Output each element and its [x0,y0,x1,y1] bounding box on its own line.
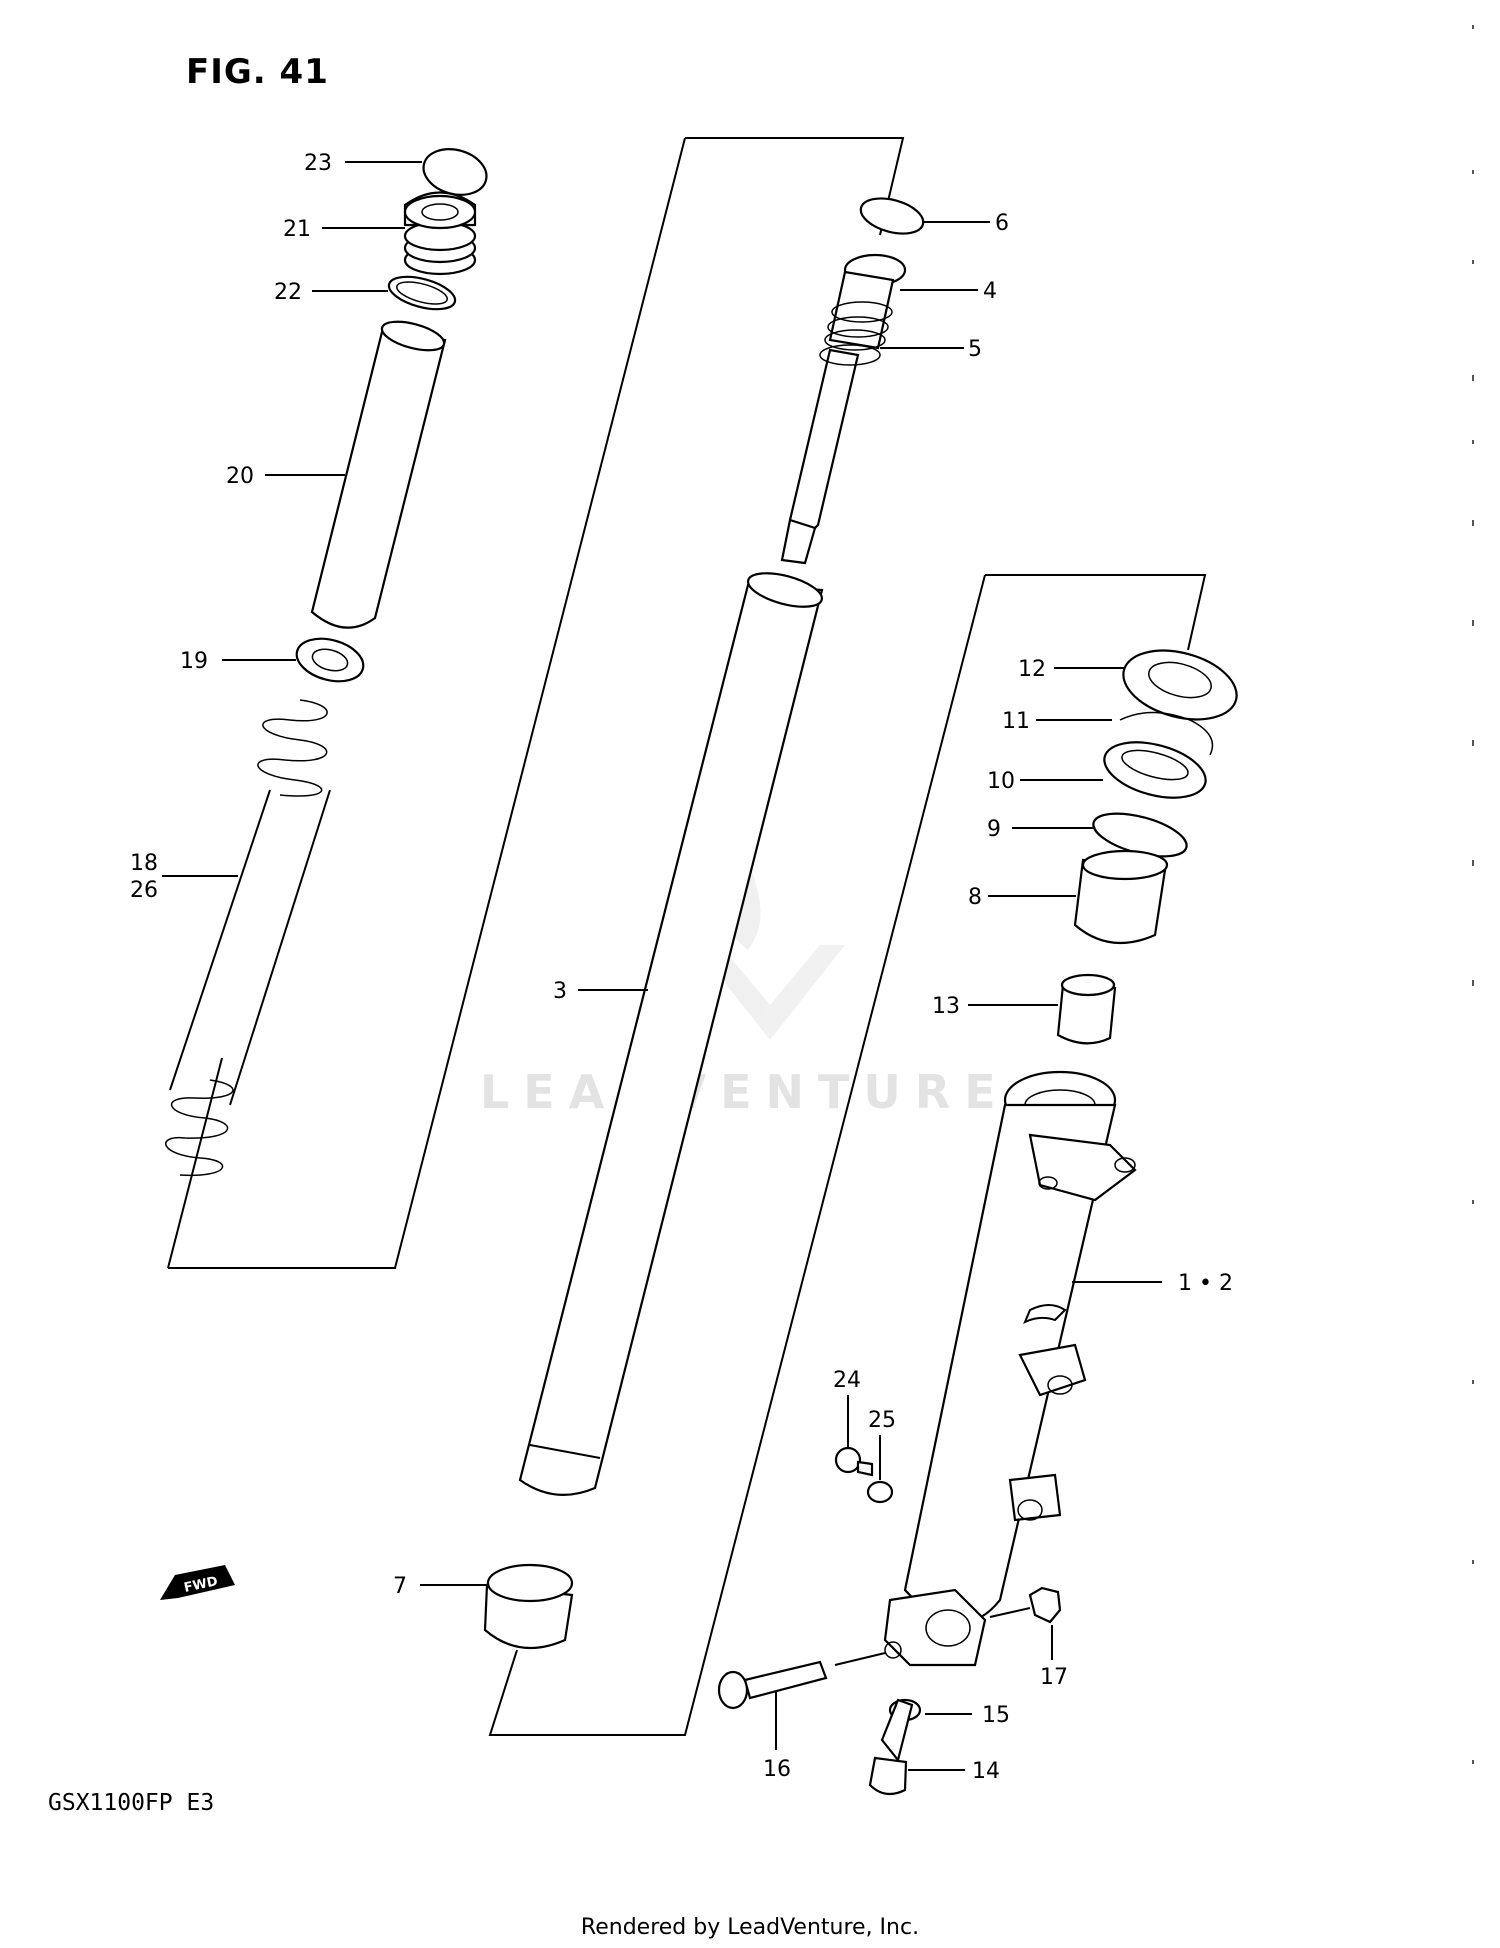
callout-16: 16 [763,1757,791,1782]
callout-13: 13 [932,994,960,1019]
part-13-oil-lock-piece [1056,973,1117,1045]
part-4-damper-rod [780,253,907,565]
callout-21: 21 [283,217,311,242]
callout-24: 24 [833,1368,861,1393]
model-code: GSX1100FP E3 [48,1790,215,1816]
callout-1-2: 1 • 2 [1178,1271,1233,1296]
part-22-o-ring [387,275,457,311]
callout-15: 15 [982,1703,1010,1728]
part-11-stopper-ring [1119,711,1214,756]
part-6-piston-ring [859,197,925,235]
figure-title: FIG. 41 [186,52,329,92]
callout-8: 8 [968,885,982,910]
callout-6: 6 [995,211,1009,236]
group-frame-right [985,574,1207,651]
part-10-oil-seal [1103,741,1207,799]
part-14-allen-bolt [868,1698,914,1796]
part-24-drain-bolt [834,1446,874,1477]
callout-10: 10 [987,769,1015,794]
part-1-2-outer-tube [883,1070,1137,1667]
callout-5: 5 [968,337,982,362]
callout-18: 18 [130,851,158,876]
callout-25: 25 [868,1408,896,1433]
part-3-inner-tube [518,572,824,1496]
callout-3: 3 [553,979,567,1004]
leader-lines [162,161,1162,1771]
part-18-fork-spring [165,699,331,1177]
fwd-label: FWD [183,1574,220,1596]
scan-specks [1472,25,1474,1764]
callout-26: 26 [130,878,158,903]
part-17-axle-nut [1028,1586,1062,1624]
callout-7: 7 [393,1574,407,1599]
callout-11: 11 [1002,709,1030,734]
callout-19: 19 [180,649,208,674]
callout-23: 23 [304,151,332,176]
part-8-guide-bushing [1073,849,1169,945]
part-21-plug [403,191,477,276]
callout-17: 17 [1040,1665,1068,1690]
part-20-spacer-tube [310,320,447,629]
callout-12: 12 [1018,657,1046,682]
leadventure-watermark: LEADVENTURE [480,1065,1010,1119]
group-frame-left [167,137,686,1269]
callout-22: 22 [274,280,302,305]
part-25-gasket [866,1480,894,1504]
part-12-dust-seal [1122,649,1238,721]
callout-4: 4 [983,279,997,304]
callout-14: 14 [972,1759,1000,1784]
part-16-axle-pinch-bolt [717,1660,828,1710]
callout-20: 20 [226,464,254,489]
part-7-slide-bushing [483,1563,574,1650]
footer-credit: Rendered by LeadVenture, Inc. [580,1915,920,1940]
part-5-rebound-spring [819,344,881,366]
fwd-arrow-icon: FWD [160,1565,235,1600]
callout-9: 9 [987,817,1001,842]
part-19-washer [295,637,365,683]
callouts: 23 21 22 20 19 18 26 6 4 5 3 7 12 11 10 … [130,151,1233,1784]
